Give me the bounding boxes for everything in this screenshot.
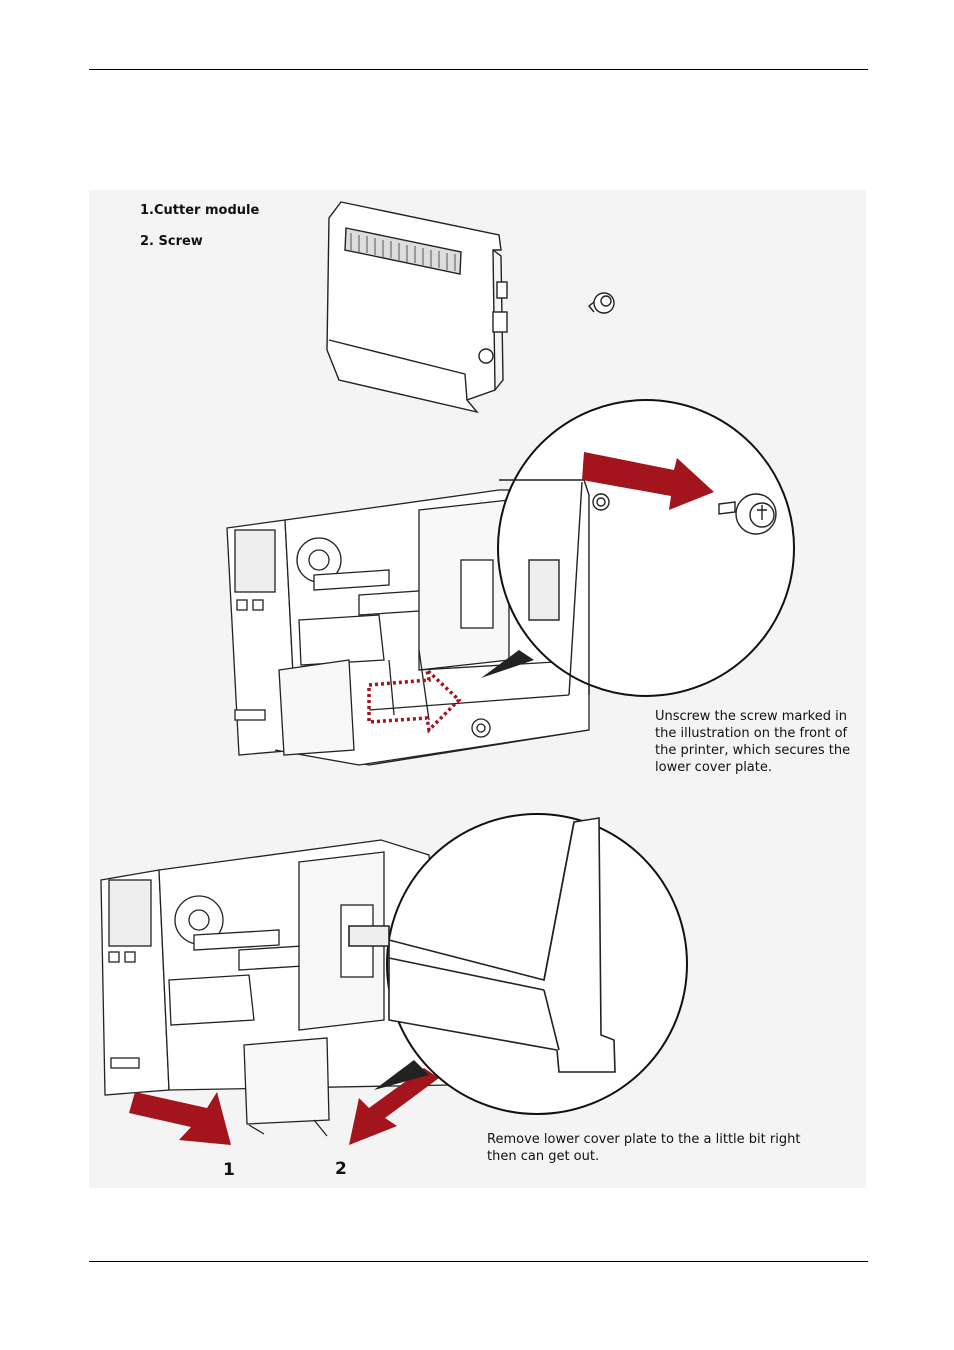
red-dotted-arrow <box>367 664 462 734</box>
red-arrow-right <box>349 1068 439 1145</box>
red-arrow-screw <box>582 452 714 510</box>
arrow-number-2: 2 <box>335 1159 347 1179</box>
printer-drawing-2 <box>100 839 450 1137</box>
caption-remove-line-2: then can get out. <box>487 1149 600 1164</box>
zoom-circle-2 <box>348 813 688 1115</box>
illustration-panel: 1.Cutter module 2. Screw Unscrew the scr… <box>89 190 866 1188</box>
zoom-circle-1 <box>481 399 795 697</box>
caption-unscrew-line-3: the printer, which secures the <box>655 743 851 758</box>
screw-drawing <box>588 292 615 314</box>
cutter-module-drawing <box>326 201 508 414</box>
legend-item-screw: 2. Screw <box>140 234 203 249</box>
header-rule <box>89 69 868 70</box>
caption-unscrew-line-4: lower cover plate. <box>655 760 772 775</box>
footer-rule <box>89 1261 868 1262</box>
caption-unscrew-line-2: the illustration on the front of <box>655 726 848 741</box>
arrow-number-1: 1 <box>223 1160 235 1180</box>
legend-item-cutter-module: 1.Cutter module <box>140 203 260 218</box>
illustration-drawing <box>100 201 795 1145</box>
caption-unscrew-line-1: Unscrew the screw marked in <box>655 709 847 724</box>
caption-remove-line-1: Remove lower cover plate to the a little… <box>487 1132 801 1147</box>
red-arrow-left <box>129 1092 231 1145</box>
